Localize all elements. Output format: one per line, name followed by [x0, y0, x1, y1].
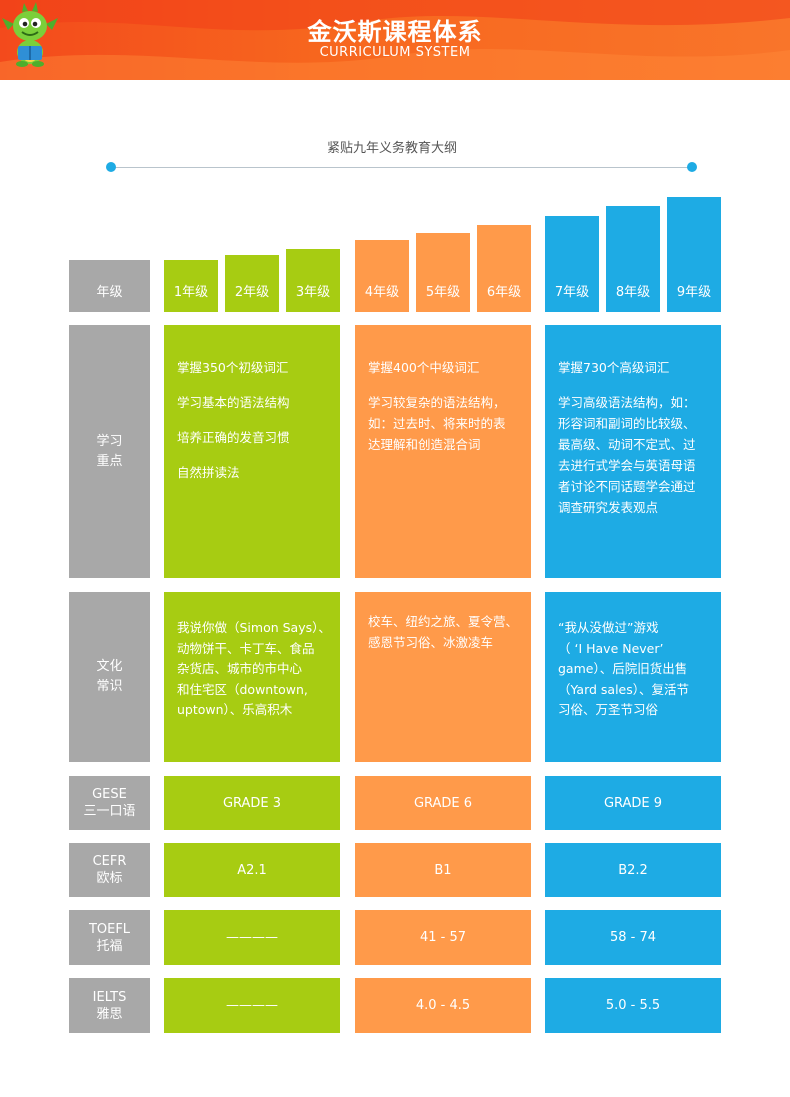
timeline-start-dot: [106, 162, 116, 172]
timeline-line: [111, 167, 692, 168]
row-label-grade-text: 年级: [96, 285, 123, 300]
study-item: 学习基本的语法结构: [177, 395, 290, 410]
grade-header-1: 1年级: [164, 260, 218, 312]
toefl-stage-3: 58 - 74: [545, 910, 721, 965]
study-item-line: 学习较复杂的语法结构，: [368, 395, 506, 410]
grade-header-6: 6年级: [477, 225, 531, 312]
culture-stage-2: 校车、纽约之旅、夏令营、 感恩节习俗、冰激凌车: [355, 592, 531, 762]
study-item: 掌握400个中级词汇: [368, 360, 480, 375]
grade-header-2: 2年级: [225, 255, 279, 312]
study-item: 培养正确的发音习惯: [177, 430, 290, 445]
culture-line: 习俗、万圣节习俗: [558, 702, 659, 717]
row-label-culture-line1: 文化: [96, 659, 123, 674]
row-label-culture: 文化 常识: [69, 592, 150, 762]
ielts-stage-2: 4.0 - 4.5: [355, 978, 531, 1033]
row-label-study-line2: 重点: [96, 453, 123, 469]
study-focus-stage-2: 掌握400个中级词汇 学习较复杂的语法结构， 如：过去时、将来时的表 达理解和创…: [355, 325, 531, 578]
row-label-cefr-line2: 欧标: [96, 871, 123, 886]
grade-header-3-text: 3年级: [295, 285, 331, 300]
cefr-stage-1: A2.1: [164, 843, 340, 897]
row-label-ielts: IELTS 雅思: [69, 978, 150, 1033]
study-item-line: 达理解和创造混合词: [368, 437, 481, 452]
row-label-grade: 年级: [69, 260, 150, 312]
ielts-stage-1: ————: [164, 978, 340, 1033]
grade-header-7: 7年级: [545, 216, 599, 312]
culture-line: 和住宅区（downtown,: [177, 681, 308, 697]
row-label-gese-line1: GESE: [92, 787, 127, 802]
grade-header-4: 4年级: [355, 240, 409, 312]
toefl-stage-2: 41 - 57: [355, 910, 531, 965]
study-focus-stage-3: 掌握730个高级词汇 学习高级语法结构，如： 形容词和副词的比较级、 最高级、动…: [545, 325, 721, 578]
grade-header-9-text: 9年级: [676, 285, 712, 300]
culture-line: 杂货店、城市的市中心: [177, 661, 303, 676]
culture-stage-3: “我从没做过”游戏 （ ‘I Have Never’ game）、后院旧货出售 …: [545, 592, 721, 762]
row-label-gese-line2: 三一口语: [83, 804, 136, 819]
grade-header-5: 5年级: [416, 233, 470, 312]
culture-line: 动物饼干、卡丁车、食品: [177, 640, 315, 656]
study-item-line: 者讨论不同话题学会通过: [558, 479, 696, 494]
study-item: 自然拼读法: [177, 465, 240, 480]
study-focus-stage-1: 掌握350个初级词汇 学习基本的语法结构 培养正确的发音习惯 自然拼读法: [164, 325, 340, 578]
row-label-ielts-line1: IELTS: [92, 989, 127, 1005]
gese-stage-1: GRADE 3: [164, 776, 340, 830]
grade-header-8: 8年级: [606, 206, 660, 312]
study-item: 掌握350个初级词汇: [177, 360, 289, 375]
row-label-toefl-line2: 托福: [96, 938, 123, 954]
row-label-gese: GESE 三一口语: [69, 776, 150, 830]
culture-line: “我从没做过”游戏: [558, 620, 659, 635]
banner-wave-decoration: [0, 0, 790, 80]
dragon-mascot-icon: [2, 2, 58, 67]
study-item-line: 最高级、动词不定式、过: [558, 437, 696, 452]
toefl-stage-1: ————: [164, 910, 340, 965]
study-item-line: 如：过去时、将来时的表: [368, 416, 506, 431]
row-label-cefr: CEFR 欧标: [69, 843, 150, 897]
study-item-line: 调查研究发表观点: [558, 500, 659, 515]
row-label-cefr-line1: CEFR: [92, 854, 127, 869]
row-label-toefl-line1: TOEFL: [88, 921, 131, 937]
grade-header-8-text: 8年级: [615, 285, 651, 300]
grade-header-2-text: 2年级: [234, 285, 270, 300]
grade-header-7-text: 7年级: [554, 285, 590, 300]
row-label-toefl: TOEFL 托福: [69, 910, 150, 965]
culture-line: uptown）、乐高积木: [177, 702, 293, 717]
grade-header-5-text: 5年级: [425, 285, 461, 300]
page-subtitle: CURRICULUM SYSTEM: [319, 45, 471, 60]
culture-line: 校车、纽约之旅、夏令营、: [368, 614, 519, 629]
row-label-culture-line2: 常识: [96, 679, 123, 694]
grade-header-1-text: 1年级: [173, 285, 209, 300]
page-title: 金沃斯课程体系: [307, 18, 483, 46]
row-label-ielts-line2: 雅思: [96, 1006, 123, 1022]
gese-stage-3: GRADE 9: [545, 776, 721, 830]
culture-line: 感恩节习俗、冰激凌车: [368, 634, 494, 650]
study-item-line: 形容词和副词的比较级、: [558, 416, 696, 431]
grade-header-3: 3年级: [286, 249, 340, 312]
ielts-stage-3: 5.0 - 5.5: [545, 978, 721, 1033]
study-item-line: 去进行式学会与英语母语: [558, 458, 696, 473]
culture-line: （ ‘I Have Never’: [558, 640, 664, 656]
header-banner: 金沃斯课程体系 CURRICULUM SYSTEM: [0, 0, 790, 80]
study-item: 掌握730个高级词汇: [558, 360, 670, 375]
culture-line: （Yard sales）、复活节: [558, 681, 690, 697]
gese-stage-2: GRADE 6: [355, 776, 531, 830]
grade-header-9: 9年级: [667, 197, 721, 312]
study-item-line: 学习高级语法结构，如：: [558, 395, 696, 410]
culture-line: game）、后院旧货出售: [558, 661, 688, 676]
timeline-end-dot: [687, 162, 697, 172]
cefr-stage-3: B2.2: [545, 843, 721, 897]
cefr-stage-2: B1: [355, 843, 531, 897]
culture-stage-1: 我说你做（Simon Says）、 动物饼干、卡丁车、食品 杂货店、城市的市中心…: [164, 592, 340, 762]
row-label-study-focus: 学习 重点: [69, 325, 150, 578]
culture-line: 我说你做（Simon Says）、: [177, 620, 331, 635]
grade-header-6-text: 6年级: [486, 285, 522, 300]
curriculum-subtitle: 紧贴九年义务教育大纲: [326, 141, 457, 156]
grade-header-4-text: 4年级: [364, 285, 400, 300]
row-label-study-line1: 学习: [96, 433, 123, 449]
